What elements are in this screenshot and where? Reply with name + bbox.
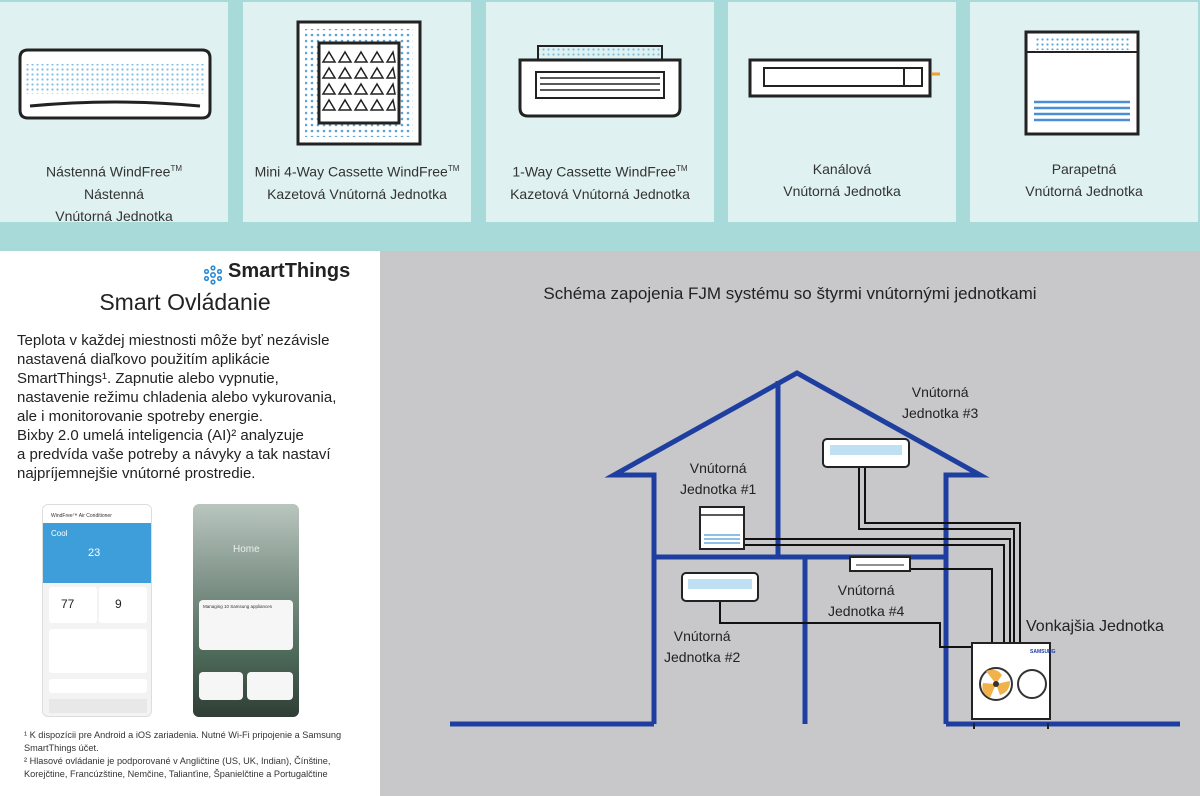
unit-label-line2: Vnútorná Jednotka: [1025, 183, 1143, 199]
diagram-title: Schéma zapojenia FJM systému so štyrmi v…: [543, 284, 1037, 303]
indoor-temp: 77: [61, 597, 75, 611]
unit-card-console: Parapetná Vnútorná Jednotka: [970, 2, 1198, 222]
unit-label-line1: Parapetná: [1051, 161, 1117, 177]
unit-card-duct: Kanálová Vnútorná Jednotka: [728, 2, 956, 222]
refrigerant-pipes: [719, 465, 1021, 648]
unit-label-line2: Nástenná: [84, 185, 144, 202]
outdoor-temp: 9: [115, 597, 122, 611]
unit-label-line1: Kanálová: [812, 161, 872, 177]
outdoor-unit: [971, 642, 1051, 729]
phone-screenshot-ac: WindFree™ Air Conditioner Cool 23 77 9: [42, 504, 152, 717]
smartthings-brand: SmartThings: [228, 260, 351, 282]
smart-control-panel: SmartThings Smart Ovládanie Teplota v ka…: [0, 251, 380, 796]
temp-value: 23: [88, 547, 101, 559]
home-card-title: Managing 10 Samsung appliances: [203, 604, 273, 609]
house-outline: [450, 370, 1180, 727]
indoor-unit-3: [822, 438, 910, 468]
unit-label-line1: 1-Way Cassette WindFreeTM: [512, 163, 688, 180]
unit-types-strip: Nástenná WindFreeTM Nástenná Vnútorná Je…: [0, 0, 1200, 251]
footnotes: ¹ K dispozícii pre Android a iOS zariade…: [24, 730, 342, 779]
smartthings-logo-icon: [203, 265, 223, 285]
cassette-1way-icon: [518, 45, 682, 118]
indoor-unit-4: [849, 556, 911, 572]
unit-label-line1: Mini 4-Way Cassette WindFreeTM: [254, 163, 460, 180]
unit-card-4way-cassette: Mini 4-Way Cassette WindFreeTM Kazetová …: [243, 2, 471, 222]
unit-card-1way-cassette: 1-Way Cassette WindFreeTM Kazetová Vnúto…: [486, 2, 714, 222]
mode-label: Cool: [51, 529, 68, 538]
app-title: WindFree™ Air Conditioner: [51, 513, 112, 519]
fjm-diagram-panel: [380, 251, 1200, 796]
duct-unit-icon: [748, 58, 940, 98]
cassette-4way-icon: [296, 20, 422, 146]
unit-label-line1: Nástenná WindFreeTM: [45, 163, 183, 180]
unit-label-line2: Kazetová Vnútorná Jednotka: [510, 185, 690, 202]
indoor-unit-1: [699, 506, 745, 550]
indoor-unit-2: [681, 572, 759, 602]
smart-title: Smart Ovládanie: [99, 289, 271, 315]
unit-label-line3: Vnútorná Jednotka: [55, 207, 173, 224]
house-diagram: SAMSUNG: [450, 370, 1180, 729]
console-unit-icon: [1024, 30, 1140, 136]
wall-unit-icon: [18, 48, 212, 120]
outdoor-brand: SAMSUNG: [1030, 649, 1056, 655]
phone-screenshot-home: Home Managing 10 Samsung appliances: [193, 504, 299, 717]
unit-label-line2: Kazetová Vnútorná Jednotka: [267, 185, 447, 202]
unit-card-wall: Nástenná WindFreeTM Nástenná Vnútorná Je…: [0, 2, 228, 224]
home-title: Home: [233, 544, 260, 555]
label-outdoor-unit: Vonkajšia Jednotka: [1026, 618, 1164, 635]
unit-label-line2: Vnútorná Jednotka: [783, 183, 901, 199]
smart-description: Teplota v každej miestnosti môže byť nez…: [17, 332, 337, 482]
